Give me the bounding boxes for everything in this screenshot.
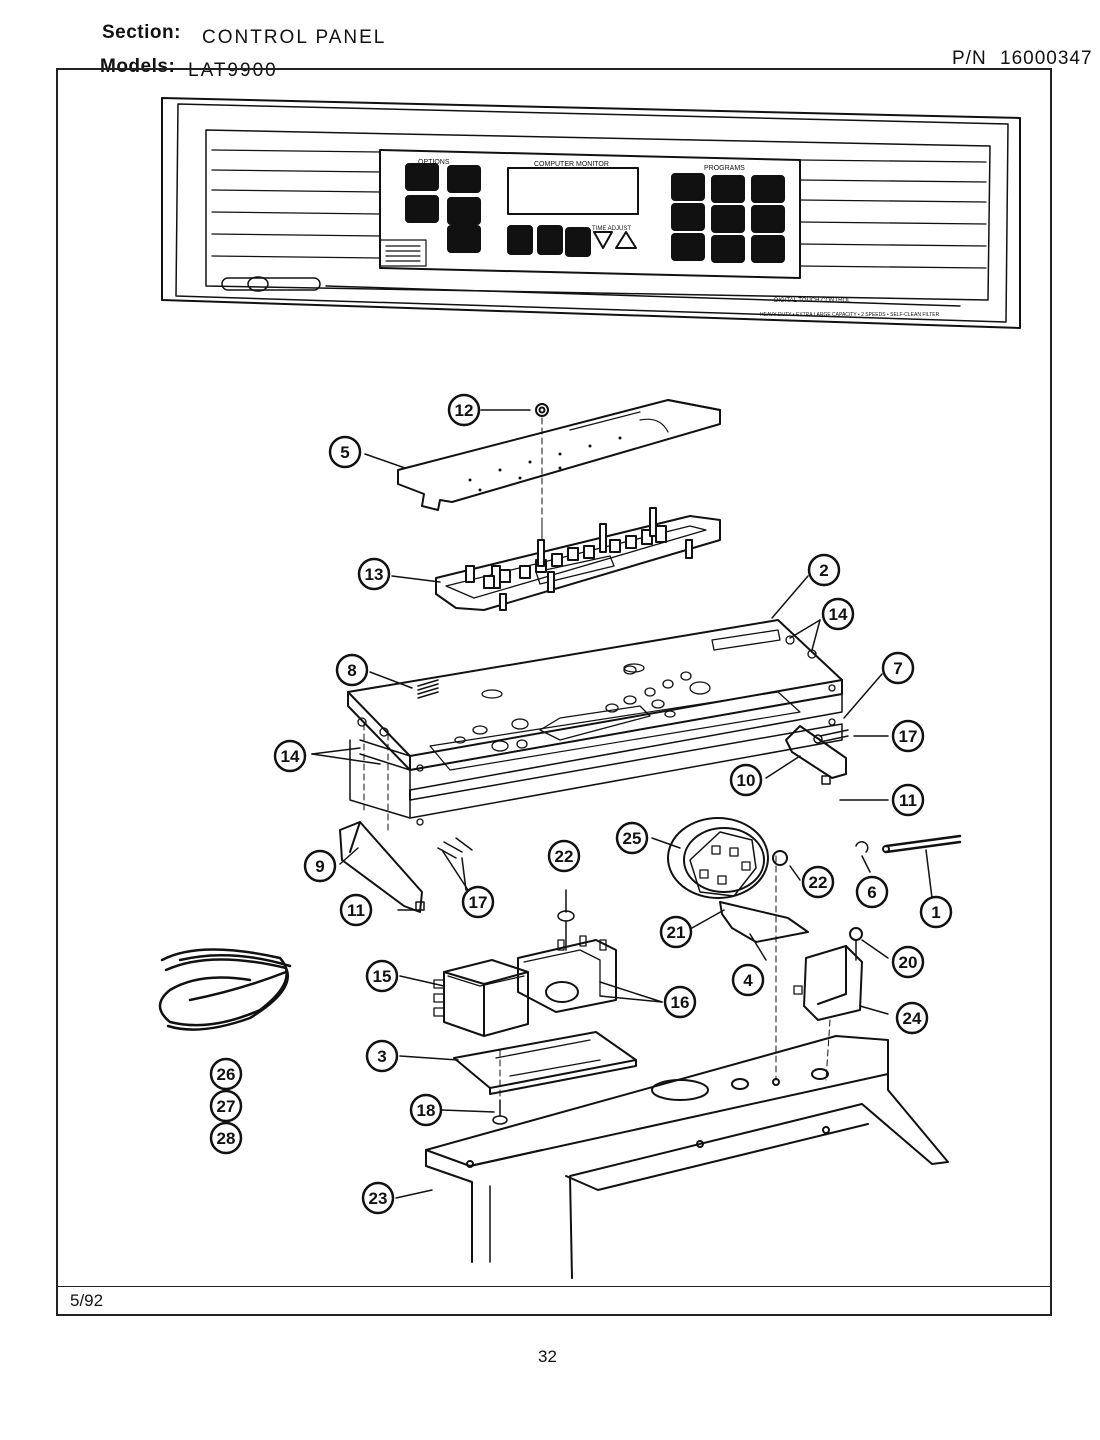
callout-circle-15 xyxy=(365,959,399,993)
screw-set xyxy=(437,729,849,859)
time-adjust-heading: TIME ADJUST xyxy=(592,226,631,232)
callout-circle-22 xyxy=(547,839,581,873)
callout-label-14: 14 xyxy=(829,605,848,624)
callout-label-1: 1 xyxy=(931,903,940,922)
callout-label-7: 7 xyxy=(893,659,902,678)
callout-circle-2 xyxy=(807,553,841,587)
callout-circle-22 xyxy=(801,865,835,899)
callout-label-4: 4 xyxy=(743,971,753,990)
models-value: LAT9900 xyxy=(188,60,278,81)
callout-circle-11 xyxy=(339,893,373,927)
svg-text:HEAVY DUTY • EXTRA LARGE CAPAC: HEAVY DUTY • EXTRA LARGE CAPACITY • 2 SP… xyxy=(760,312,940,318)
callout-label-5: 5 xyxy=(340,443,349,462)
callout-label-10: 10 xyxy=(737,771,756,790)
callout-circle-8 xyxy=(335,653,369,687)
callout-label-8: 8 xyxy=(347,661,356,680)
callout-label-13: 13 xyxy=(365,565,384,584)
pn-value: 16000347 xyxy=(1000,48,1093,69)
callout-label-23: 23 xyxy=(369,1189,388,1208)
callout-circle-25 xyxy=(615,821,649,855)
callout-label-17: 17 xyxy=(899,727,918,746)
callout-circle-9 xyxy=(303,849,337,883)
callout-label-17: 17 xyxy=(469,893,488,912)
callout-label-3: 3 xyxy=(377,1047,386,1066)
callout-label-26: 26 xyxy=(217,1065,236,1084)
callout-label-28: 28 xyxy=(217,1129,236,1148)
callout-circle-21 xyxy=(659,915,693,949)
callout-circle-26 xyxy=(209,1057,243,1091)
monitor-heading: COMPUTER MONITOR xyxy=(534,161,609,168)
callout-label-22: 22 xyxy=(809,873,828,892)
callout-circle-17 xyxy=(461,885,495,919)
wire-harness xyxy=(158,948,292,1031)
callout-circle-5 xyxy=(328,435,362,469)
callout-label-6: 6 xyxy=(867,883,876,902)
revision-date: 5/92 xyxy=(70,1291,104,1310)
callout-label-25: 25 xyxy=(623,829,642,848)
callout-label-9: 9 xyxy=(315,857,324,876)
callout-circle-16 xyxy=(663,985,697,1019)
callout-label-16: 16 xyxy=(671,993,690,1012)
callout-circle-14 xyxy=(821,597,855,631)
callout-circle-18 xyxy=(409,1093,443,1127)
relay-block xyxy=(433,935,617,1037)
callout-circle-23 xyxy=(361,1181,395,1215)
callout-circle-7 xyxy=(881,651,915,685)
callout-circle-4 xyxy=(731,963,765,997)
callout-label-15: 15 xyxy=(373,967,392,986)
console-frame xyxy=(425,1035,949,1279)
callout-label-18: 18 xyxy=(417,1101,436,1120)
callout-label-22: 22 xyxy=(555,847,574,866)
timer-bracket xyxy=(719,850,809,1081)
callout-circle-13 xyxy=(357,557,391,591)
callout-circle-3 xyxy=(365,1039,399,1073)
svg-text:DIGITAL TOUCH CONTROL: DIGITAL TOUCH CONTROL xyxy=(774,298,851,304)
section-value: CONTROL PANEL xyxy=(202,27,387,48)
callout-circle-6 xyxy=(855,875,889,909)
section-label: Section: xyxy=(102,22,181,43)
leader-lines xyxy=(311,409,933,1199)
callout-circle-11 xyxy=(891,783,925,817)
timer-motor xyxy=(667,817,769,899)
callout-label-20: 20 xyxy=(899,953,918,972)
programs-heading: PROGRAMS xyxy=(704,165,745,172)
callout-label-14: 14 xyxy=(281,747,300,766)
screw-22 xyxy=(557,889,575,951)
right-support xyxy=(785,725,847,785)
mounting-bracket xyxy=(347,619,843,831)
callout-circle-10 xyxy=(729,763,763,797)
callout-circle-24 xyxy=(895,1001,929,1035)
pressure-switch xyxy=(793,927,863,1081)
callout-circle-12 xyxy=(447,393,481,427)
callout-group: 1234567891011111213141415161717182021222… xyxy=(209,393,953,1215)
control-console: DIGITAL TOUCH CONTROL HEAVY DUTY • EXTRA… xyxy=(161,97,1021,329)
switch-board xyxy=(435,507,721,611)
left-support xyxy=(339,821,425,913)
pc-board xyxy=(397,399,721,541)
page-frame xyxy=(56,68,1052,1316)
shaft-pin xyxy=(855,834,962,854)
callout-circle-27 xyxy=(209,1089,243,1123)
callout-label-21: 21 xyxy=(667,923,686,942)
callout-label-12: 12 xyxy=(455,401,474,420)
callout-label-11: 11 xyxy=(899,791,917,810)
callout-circle-28 xyxy=(209,1121,243,1155)
pn-label: P/N xyxy=(952,48,987,69)
callout-label-27: 27 xyxy=(217,1097,236,1116)
screw-18 xyxy=(492,1099,508,1125)
callout-circle-14 xyxy=(273,739,307,773)
spring-clip xyxy=(417,679,439,699)
callout-circle-20 xyxy=(891,945,925,979)
callout-label-2: 2 xyxy=(819,561,828,580)
callout-label-11: 11 xyxy=(347,901,365,920)
callout-label-24: 24 xyxy=(903,1009,922,1028)
callout-circle-1 xyxy=(919,895,953,929)
models-label: Models: xyxy=(100,56,176,77)
footer-divider xyxy=(56,1286,1052,1287)
page-number: 32 xyxy=(538,1347,557,1366)
relay-plate xyxy=(453,1031,637,1111)
options-heading: OPTIONS xyxy=(418,159,450,166)
callout-circle-17 xyxy=(891,719,925,753)
